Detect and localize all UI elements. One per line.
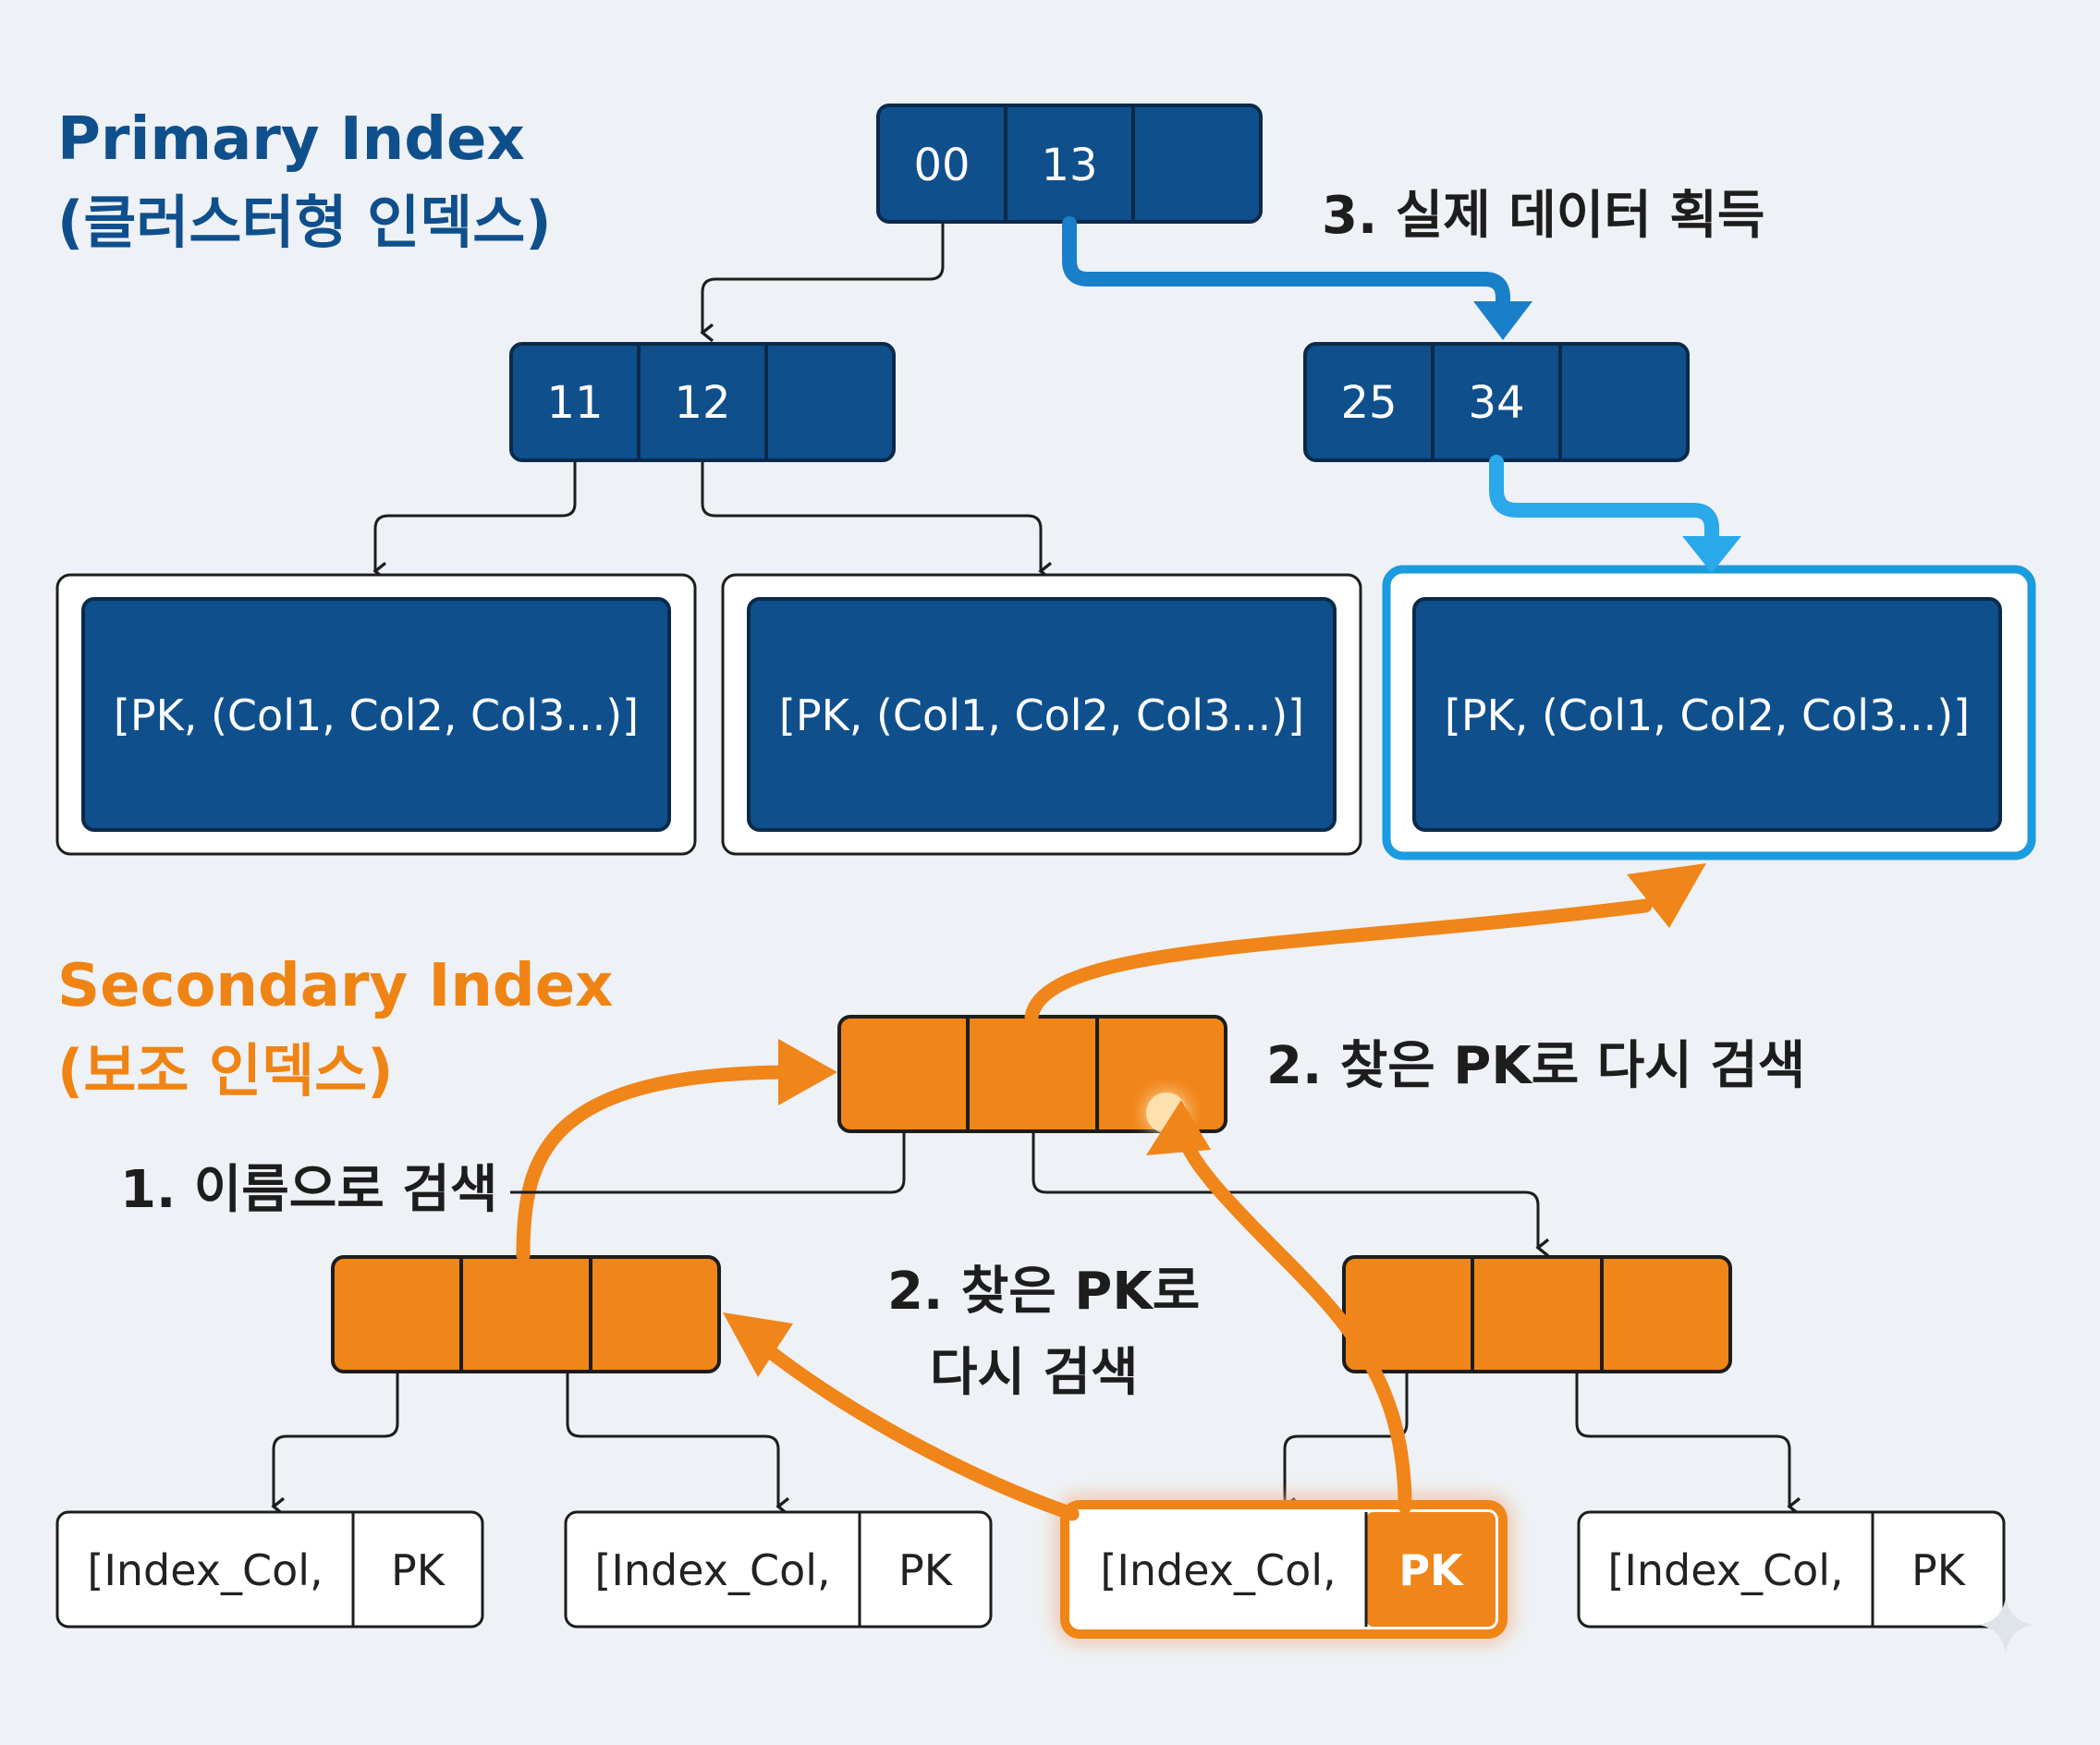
- secondary-leaf-3-pk: PK: [1398, 1545, 1465, 1595]
- orange-arrow-pk-to-secroot: [1176, 1128, 1412, 1514]
- step1-label: 1. 이름으로 검색: [120, 1160, 497, 1220]
- arrowhead-into-primary-leaf: [1627, 863, 1706, 928]
- connector-left-to-leaf2: [701, 462, 1053, 581]
- arrowhead-into-secroot: [1146, 1100, 1211, 1155]
- secondary-leaf-2-col: [Index_Col,: [594, 1545, 830, 1595]
- secondary-left-node: [331, 1255, 721, 1373]
- orange-arrowheads: [723, 863, 1706, 1377]
- secondary-leaf-4-col: [Index_Col,: [1607, 1545, 1843, 1595]
- primary-leaf-2: [PK, (Col1, Col2, Col3...)]: [721, 573, 1362, 856]
- connector-secleft-to-leaf1: [271, 1372, 399, 1517]
- arrowhead-into-secleft: [723, 1312, 793, 1377]
- primary-leaf-3-highlighted: [PK, (Col1, Col2, Col3...)]: [1382, 565, 2036, 860]
- secondary-index-title: Secondary Index: [57, 952, 613, 1020]
- secondary-connectors: [271, 1129, 1801, 1517]
- secondary-leaf-4: [Index_Col, PK: [1577, 1510, 2006, 1629]
- connector-secroot-left: [555, 1129, 906, 1194]
- primary-left-node: 11 12: [509, 342, 896, 462]
- connector-secleft-to-leaf2: [566, 1372, 790, 1517]
- left-key-2: 12: [674, 377, 730, 429]
- blue-arrowhead-1: [1473, 301, 1532, 340]
- root-key-1: 00: [913, 140, 970, 191]
- step2-middle-label-line2: 다시 검색: [930, 1343, 1139, 1403]
- primary-connectors: [372, 222, 1053, 581]
- secondary-leaf-1-pk: PK: [391, 1545, 446, 1595]
- arrowhead-into-secroot-left: [778, 1039, 837, 1105]
- primary-leaf-1: [PK, (Col1, Col2, Col3...)]: [55, 573, 697, 856]
- connector-secright-to-leaf4: [1575, 1372, 1801, 1517]
- secondary-leaf-2: [Index_Col, PK: [564, 1510, 993, 1629]
- secondary-right-node: [1342, 1255, 1732, 1373]
- primary-leaf-2-label: [PK, (Col1, Col2, Col3...)]: [779, 690, 1304, 740]
- secondary-index-subtitle: (보조 인덱스): [57, 1037, 393, 1104]
- orange-flow-arrows: [516, 898, 1653, 1521]
- right-key-2: 34: [1468, 377, 1524, 429]
- right-key-1: 25: [1340, 377, 1397, 429]
- blue-arrow-root-to-right: [1062, 216, 1510, 312]
- orange-arrow-leaf3-to-secleft: [760, 1342, 1080, 1521]
- root-key-2: 13: [1041, 140, 1097, 191]
- connector-secroot-to-right: [1032, 1129, 1550, 1258]
- secondary-leaf-1: [Index_Col, PK: [55, 1510, 484, 1629]
- orange-arrow-secleft-to-secroot: [516, 1065, 802, 1263]
- secondary-leaf-3-col: [Index_Col,: [1100, 1545, 1336, 1595]
- primary-root-node: 00 13: [876, 104, 1263, 224]
- blue-arrow-right-to-leaf: [1489, 455, 1719, 547]
- connector-root-to-left: [700, 222, 945, 343]
- blue-arrowhead-2: [1682, 536, 1741, 573]
- secondary-leaf-2-pk: PK: [898, 1545, 954, 1595]
- primary-leaf-3-label: [PK, (Col1, Col2, Col3...)]: [1445, 690, 1970, 740]
- secondary-leaf-3-highlighted: [Index_Col, PK: [1060, 1500, 1508, 1639]
- step2-right-label: 2. 찾은 PK로 다시 검색: [1266, 1036, 1805, 1096]
- primary-right-node: 25 34: [1303, 342, 1690, 462]
- primary-index-subtitle: (클러스터형 인덱스): [57, 189, 552, 256]
- primary-index-title: Primary Index: [57, 105, 525, 174]
- step2-middle-label-line1: 2. 찾은 PK로: [887, 1262, 1200, 1322]
- secondary-leaf-4-pk: PK: [1911, 1545, 1967, 1595]
- sparkle-icon: [1978, 1597, 2033, 1653]
- connector-secright-to-leaf3: [1282, 1372, 1409, 1517]
- step3-label: 3. 실제 데이터 획득: [1322, 186, 1764, 246]
- orange-arrow-secroot-to-primary: [1024, 898, 1653, 1024]
- left-key-1: 11: [546, 377, 603, 429]
- secondary-leaf-1-col: [Index_Col,: [87, 1545, 323, 1595]
- connector-left-to-leaf1: [372, 462, 577, 581]
- secondary-root-node: [837, 1015, 1227, 1133]
- primary-leaf-1-label: [PK, (Col1, Col2, Col3...)]: [114, 690, 639, 740]
- step3-arrows: [1062, 216, 1741, 573]
